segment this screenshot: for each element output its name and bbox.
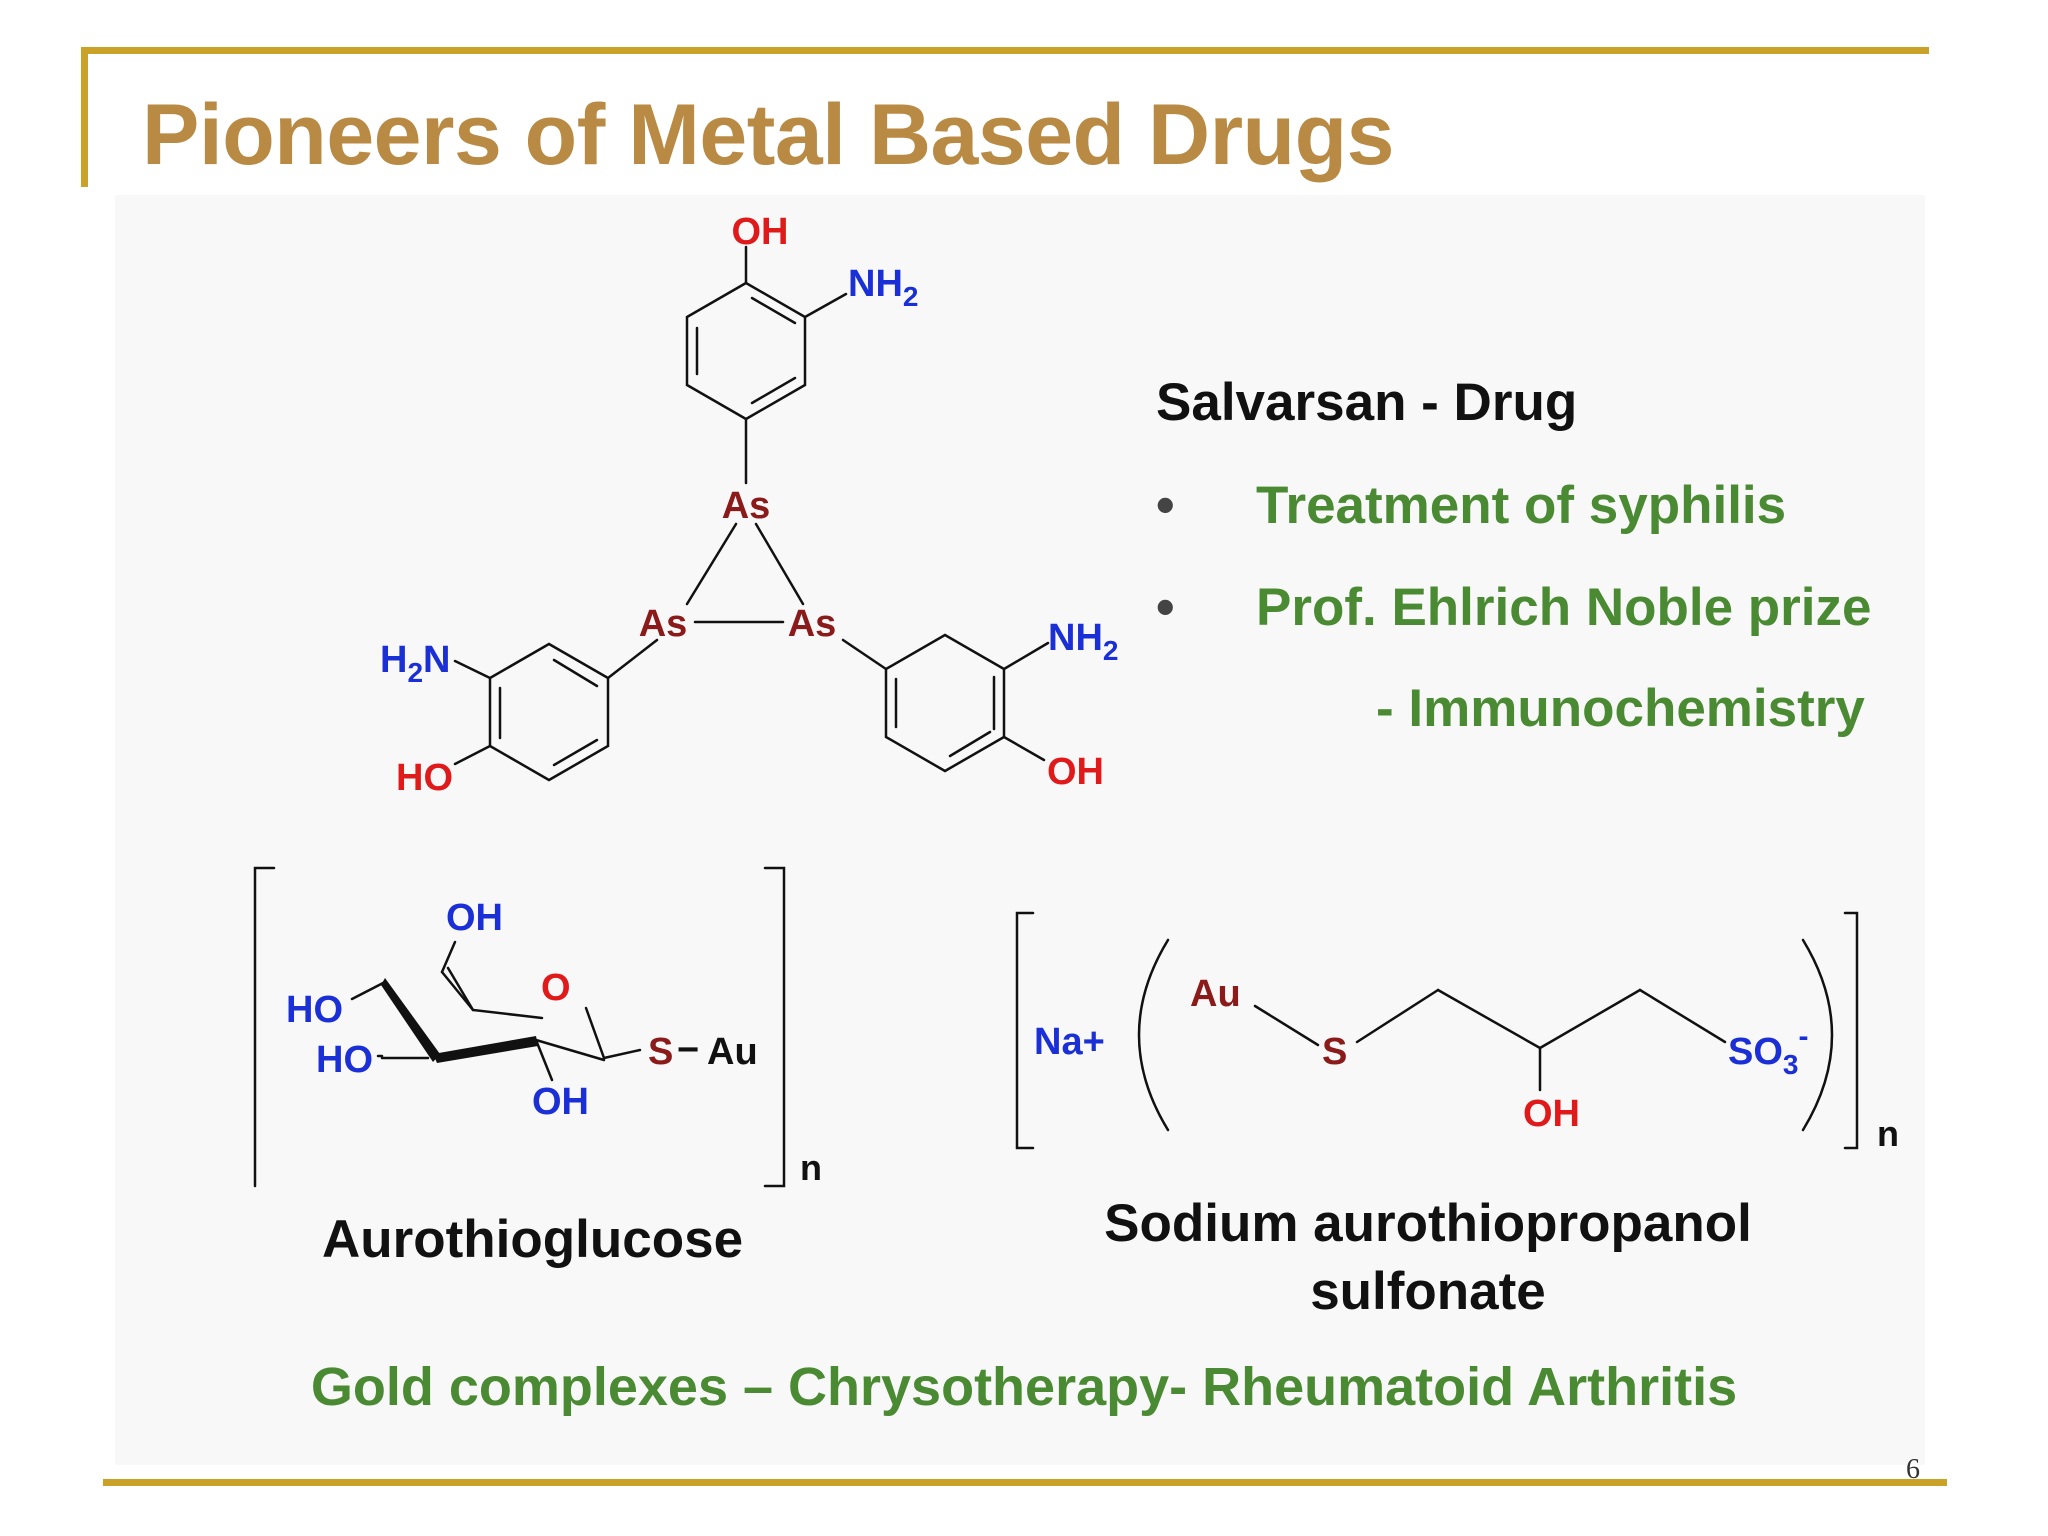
title-frame-left-line bbox=[81, 47, 88, 187]
glucose-ring-oxygen: O bbox=[541, 967, 571, 1009]
bullet-text: Prof. Ehlrich Noble prize bbox=[1256, 578, 1872, 637]
caption-line-2: sulfonate bbox=[1310, 1262, 1546, 1321]
propanol-chain bbox=[1253, 988, 1727, 1092]
glucose-hydroxyl-upper: HO bbox=[286, 989, 343, 1031]
propanol-hydroxyl: OH bbox=[1523, 1093, 1580, 1135]
glucose-sulfur-atom: S bbox=[648, 1031, 673, 1073]
parentheses bbox=[1137, 938, 1834, 1132]
salvarsan-heading: Salvarsan - Drug bbox=[1156, 373, 1578, 432]
salvarsan-right-amine: NH2 bbox=[1048, 617, 1118, 666]
aurothioglucose-caption: Aurothioglucose bbox=[322, 1210, 744, 1269]
propanol-gold-atom: Au bbox=[1190, 973, 1241, 1015]
arsenic-atom-right: As bbox=[788, 603, 837, 645]
salvarsan-top-ring bbox=[685, 245, 848, 485]
glucose-bold-bond bbox=[433, 1036, 538, 1063]
sub-bullet-immunochemistry: - Immunochemistry bbox=[1376, 679, 1865, 738]
bullet-text: Treatment of syphilis bbox=[1256, 476, 1787, 535]
arsenic-atom-left: As bbox=[639, 603, 688, 645]
page-number: 6 bbox=[1906, 1454, 1920, 1485]
glucose-hydroxyl-bottom: OH bbox=[532, 1081, 589, 1123]
salvarsan-left-amine: H2N bbox=[380, 639, 450, 688]
salvarsan-top-amine: NH2 bbox=[848, 263, 918, 312]
sulfur-gold-bond: − bbox=[677, 1029, 699, 1071]
salvarsan-left-hydroxyl: HO bbox=[396, 757, 453, 799]
salvarsan-left-ring bbox=[453, 638, 659, 782]
bullet-dot: • bbox=[1156, 578, 1175, 637]
glucose-gold-atom: Au bbox=[707, 1031, 758, 1073]
sodium-aurothiopropanol-repeat-n: n bbox=[1877, 1113, 1899, 1154]
slide-title: Pioneers of Metal Based Drugs bbox=[142, 87, 1394, 183]
salvarsan-right-hydroxyl: OH bbox=[1047, 751, 1104, 793]
glucose-ring bbox=[350, 940, 642, 1082]
glucose-hydroxyl-lower: HO bbox=[316, 1039, 373, 1081]
sodium-aurothiopropanol-brackets bbox=[1015, 911, 1859, 1150]
salvarsan-top-hydroxyl: OH bbox=[732, 211, 789, 253]
salvarsan-right-ring bbox=[841, 633, 1050, 773]
footer-frame-line bbox=[103, 1479, 1947, 1486]
glucose-wedge-bond bbox=[381, 978, 440, 1062]
glucose-ch2oh-hydroxyl: OH bbox=[446, 897, 503, 939]
caption-line-1: Sodium aurothiopropanol bbox=[1104, 1194, 1752, 1253]
content-background bbox=[115, 195, 1925, 1465]
propanol-sulfur-atom: S bbox=[1322, 1031, 1347, 1073]
arsenic-atom-top: As bbox=[722, 485, 771, 527]
bullet-dot: • bbox=[1156, 476, 1175, 535]
title-frame-top-line bbox=[81, 47, 1929, 54]
footer-gold-complexes: Gold complexes – Chrysotherapy- Rheumato… bbox=[310, 1357, 1738, 1417]
arsenic-triangle bbox=[685, 522, 805, 624]
aurothioglucose-brackets bbox=[253, 866, 786, 1188]
sodium-aurothiopropanol-caption: Sodium aurothiopropanol sulfonate bbox=[1078, 1190, 1778, 1326]
sodium-ion: Na+ bbox=[1034, 1021, 1105, 1063]
aurothioglucose-repeat-n: n bbox=[800, 1147, 822, 1188]
sulfonate-group: SO3- bbox=[1728, 1020, 1808, 1080]
